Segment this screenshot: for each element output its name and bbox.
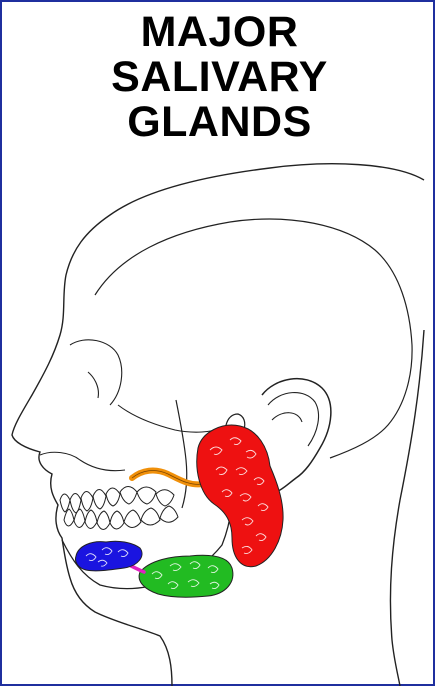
cheekbone-outline: [118, 405, 225, 432]
parotid-duct: [132, 471, 203, 485]
maxilla-outline: [40, 452, 125, 470]
upper-teeth: [60, 487, 174, 514]
skull-outline: [95, 219, 412, 458]
lower-teeth: [64, 506, 178, 530]
head-outline: [12, 164, 424, 686]
neck-back-outline: [390, 330, 424, 686]
orbit-outline: [70, 340, 122, 405]
ear-inner-outline: [268, 393, 319, 446]
submandibular-gland: [139, 555, 233, 597]
